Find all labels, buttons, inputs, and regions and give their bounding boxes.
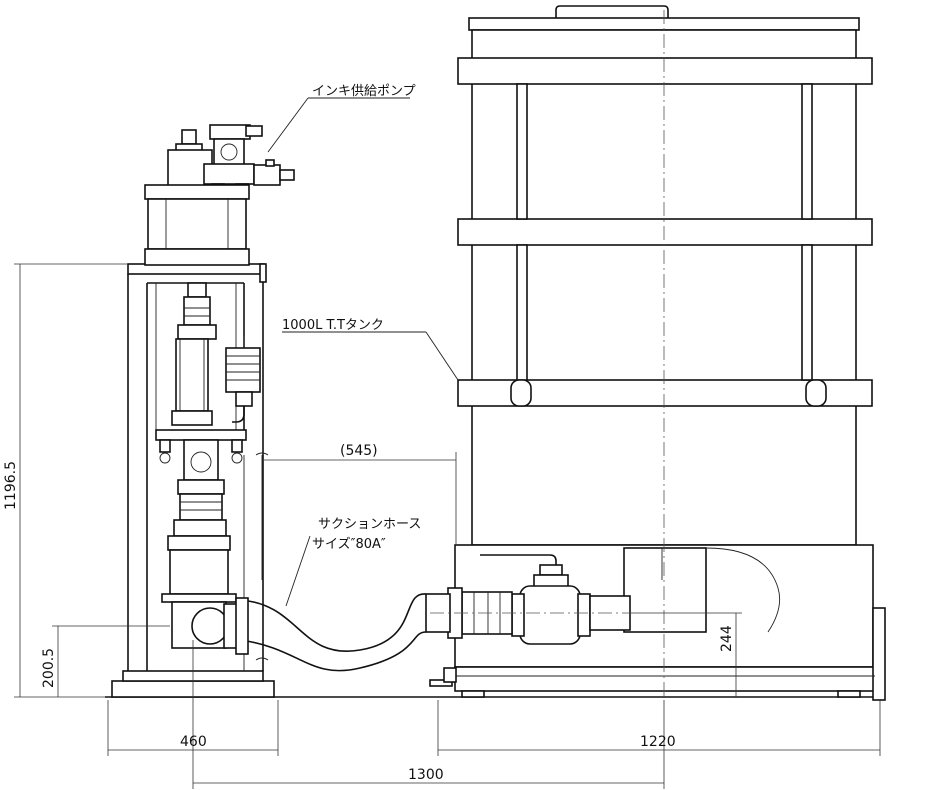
dim-1300: 1300	[408, 767, 444, 783]
hose-label-line1: サクションホース	[318, 517, 421, 532]
tank	[429, 5, 886, 701]
dim-244: 244	[719, 625, 735, 652]
pump-label: インキ供給ポンプ	[312, 84, 416, 99]
dim-1196-5: 1196.5	[3, 461, 19, 510]
dim-460: 460	[180, 734, 207, 750]
dimension-lines	[14, 263, 881, 789]
dim-1220: 1220	[640, 734, 676, 750]
leader-lines	[267, 97, 459, 607]
tank-label: 1000L T.Tタンク	[282, 318, 384, 333]
dim-200-5: 200.5	[41, 648, 57, 688]
suction-hose	[223, 593, 427, 672]
dim-545: (545)	[340, 443, 378, 459]
valve-assembly	[425, 554, 631, 645]
hose-label-line2: サイズ″80A″	[312, 536, 386, 552]
ink-supply-pump	[144, 124, 295, 649]
